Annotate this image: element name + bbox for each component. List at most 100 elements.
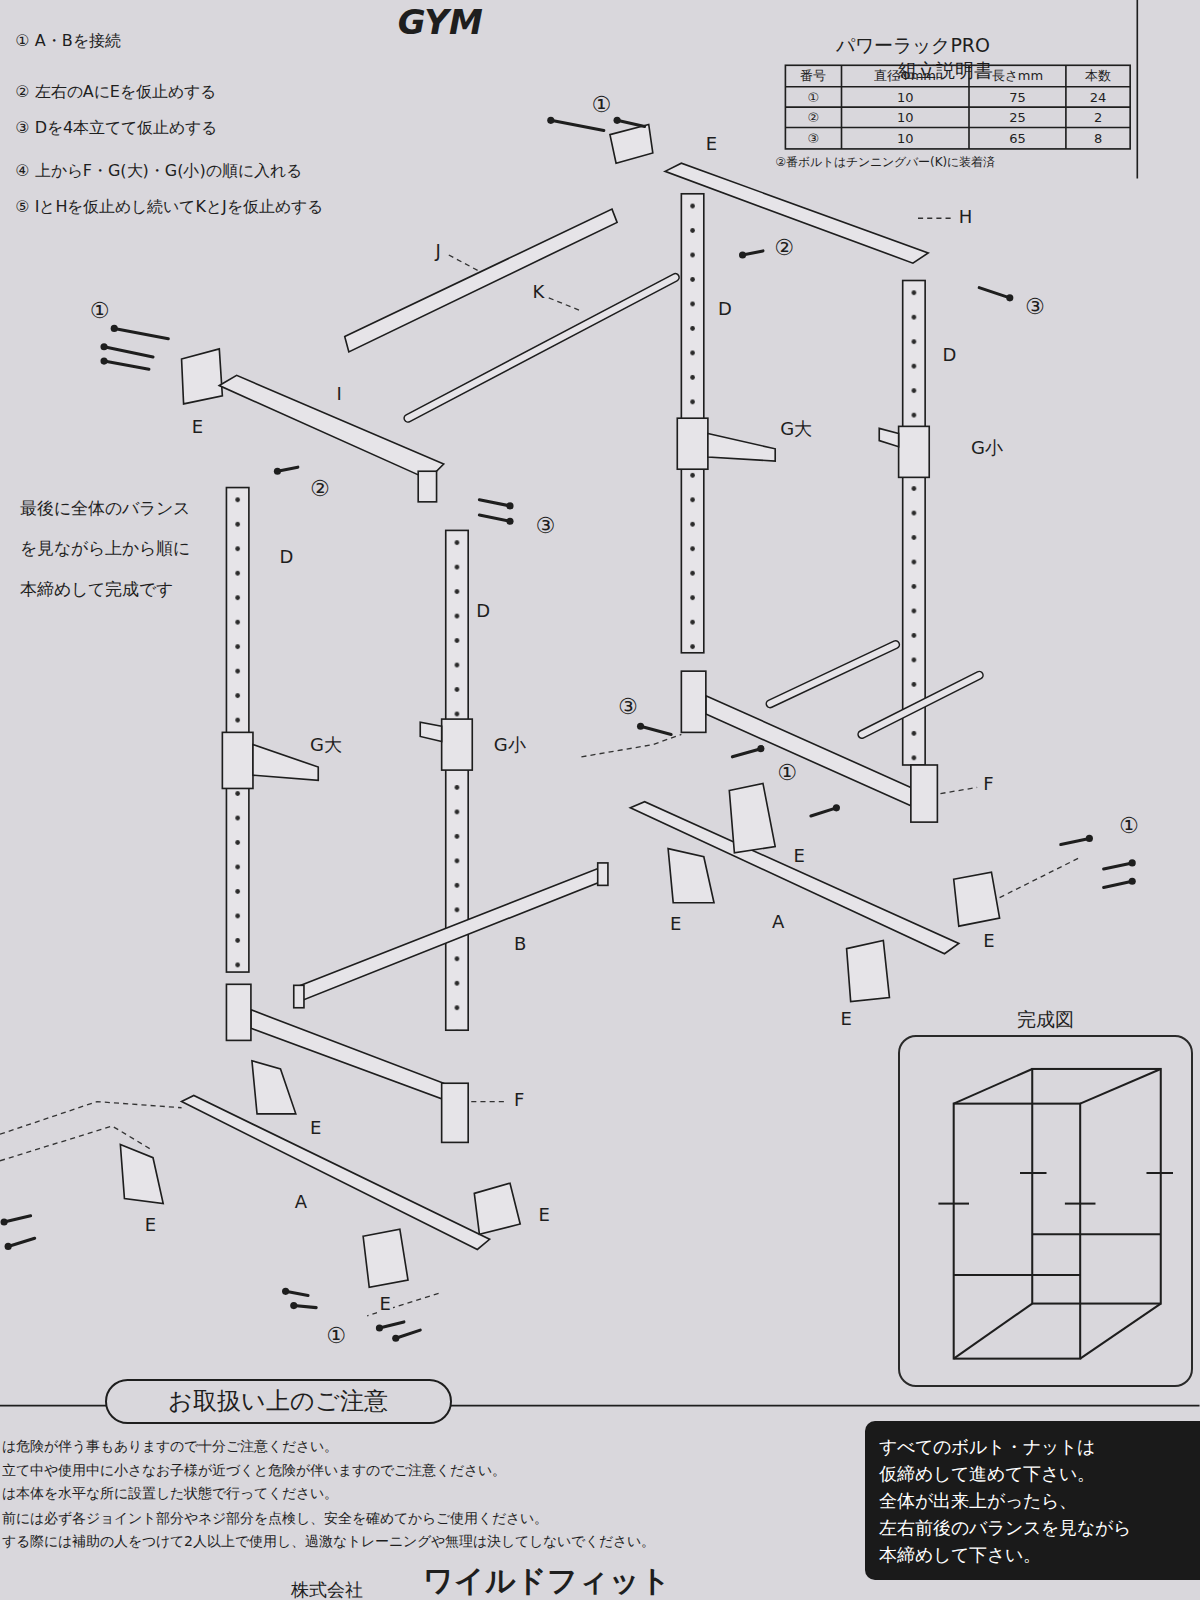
step-text: ④ 上からF・G(大)・G(小)の順に入れる <box>15 161 301 180</box>
bolts-part <box>617 120 645 126</box>
bolts-part <box>282 1288 289 1295</box>
callout-number: ③ <box>533 513 557 539</box>
top-front-parts-part <box>408 277 675 418</box>
bolts-part <box>114 328 168 338</box>
bolts-part <box>1061 838 1090 844</box>
front-frame-part-part <box>446 530 468 1030</box>
front-frame-part <box>363 1229 408 1287</box>
bolts-part <box>811 808 837 816</box>
step-text: ③ Dを4本立てて仮止めする <box>15 118 217 137</box>
bolts-part <box>100 358 107 365</box>
front-frame-part-part <box>446 530 468 1030</box>
bolts-part <box>739 251 746 258</box>
back-frame-part <box>879 428 898 446</box>
back-frame-part <box>708 434 775 462</box>
part-letter: E <box>981 930 996 952</box>
bolts-part <box>641 726 672 734</box>
back-frame-part <box>899 426 930 477</box>
bolts-part <box>1129 878 1136 885</box>
note-text: ②番ボルトはチンニングバー(K)に装着済 <box>775 155 995 169</box>
front-frame-part-part <box>226 488 248 973</box>
bolts-part <box>614 117 621 124</box>
bolts-part <box>104 347 153 357</box>
leader-lines-part <box>549 298 582 311</box>
caution-text: する際には補助の人をつけて2人以上で使用し、過激なトレーニングや無理は決してしな… <box>2 1533 655 1550</box>
part-letter: D <box>940 344 958 366</box>
caution-text: 立て中や使用中に小さなお子様が近づくと危険が伴いますのでご注意ください。 <box>2 1462 506 1479</box>
completed-rack-figure-part <box>1146 1172 1173 1174</box>
back-frame-part <box>677 418 708 469</box>
table-cell: 24 <box>1066 90 1130 106</box>
back-frame-part <box>770 645 895 704</box>
part-letter: D <box>716 298 734 320</box>
completed-rack-figure-part <box>954 1069 1033 1104</box>
front-frame-part <box>296 867 607 1002</box>
bolts-part <box>833 804 840 811</box>
completed-rack-figure-part <box>938 1203 969 1205</box>
front-frame <box>120 488 608 1288</box>
top-front-parts <box>182 209 676 502</box>
part-letter: D <box>474 600 492 622</box>
front-frame-part <box>226 984 250 1040</box>
leader-lines-part <box>449 255 480 271</box>
table-cell: 75 <box>969 90 1066 106</box>
bolts-part <box>979 288 1010 298</box>
back-frame-part <box>903 281 925 766</box>
callout-number: ① <box>1117 813 1141 839</box>
part-letter: E <box>704 133 719 155</box>
front-frame-part <box>442 719 473 770</box>
part-letter: A <box>293 1191 309 1213</box>
table-header: 番号 <box>785 68 841 84</box>
note-text: 最後に全体のバランス を見ながら上から順に 本締めして完成です <box>20 488 202 610</box>
part-letter: E <box>537 1204 552 1226</box>
callout-number: ① <box>88 298 112 324</box>
back-frame-part <box>862 675 979 734</box>
note-box: すべてのボルト・ナットは 仮締めして進めて下さい。 全体が出来上がったら、 左右… <box>865 1421 1200 1580</box>
front-frame-part <box>222 732 253 788</box>
front-frame-part <box>598 863 608 885</box>
part-letter: D <box>277 546 295 568</box>
bolts-part <box>1086 835 1093 842</box>
node-text: すべてのボルト・ナットは 仮締めして進めて下さい。 全体が出来上がったら、 左右… <box>879 1433 1186 1568</box>
completed-rack-figure-part <box>954 1304 1033 1359</box>
bolts-part <box>1104 863 1133 869</box>
part-letter: E <box>308 1117 323 1139</box>
node-text: 完成図 <box>900 1007 1192 1033</box>
back-frame-part <box>954 872 1000 926</box>
bolts-part <box>8 1238 35 1246</box>
front-frame-part-part <box>226 488 248 973</box>
bolts-part <box>551 120 604 130</box>
company-text: 株式会社 <box>291 1579 363 1600</box>
table-cell: ② <box>785 110 841 126</box>
table-cell: 2 <box>1066 110 1130 126</box>
part-letter: G大 <box>778 418 814 440</box>
callout-number: ② <box>308 476 332 502</box>
back-frame-part-part <box>903 281 925 766</box>
completed-rack-figure-part <box>1080 1069 1161 1104</box>
part-letter: F <box>981 773 995 795</box>
bolts <box>1 117 1136 1342</box>
bolts-part <box>100 343 107 350</box>
part-letter: B <box>512 933 528 955</box>
table-header: 本数 <box>1066 68 1130 84</box>
front-frame-part <box>474 1183 520 1234</box>
leader-lines-part <box>0 1102 182 1135</box>
leader-lines <box>0 218 1081 1316</box>
bolts-part <box>1104 881 1133 887</box>
callout-number: ① <box>324 1323 348 1349</box>
step-text: ⑤ IとHを仮止めし続いてKとJを仮止めする <box>15 197 322 216</box>
table-cell: 65 <box>969 131 1066 147</box>
brand-text: GYM <box>398 2 483 43</box>
bolts-part <box>376 1324 383 1331</box>
front-frame-part <box>252 1061 296 1114</box>
completed-rack-figure-part <box>954 1274 1080 1276</box>
part-letter: E <box>792 845 807 867</box>
back-frame-part <box>610 124 653 163</box>
bolt-table-grid-part <box>785 127 1130 129</box>
company-name: ワイルドフィット <box>423 1563 671 1599</box>
leader-lines-part <box>918 218 953 219</box>
completed-rack-figure-part <box>1020 1172 1047 1174</box>
front-frame-part <box>182 1095 490 1249</box>
part-letter: E <box>838 1008 853 1030</box>
